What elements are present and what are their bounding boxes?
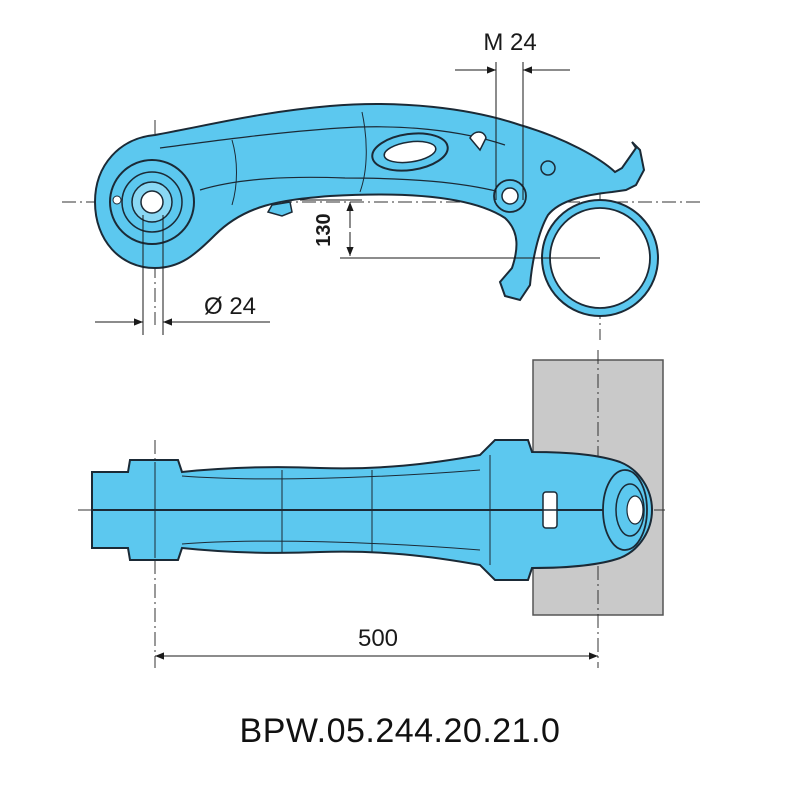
arm-body: [93, 103, 646, 302]
thread-dimension-label: M 24: [483, 29, 536, 56]
length-dimension-label: 500: [358, 625, 398, 652]
side-view: M 24 130 Ø 24: [62, 29, 700, 340]
part-number: BPW.05.244.20.21.0: [239, 712, 561, 750]
height-dimension-label: 130: [313, 213, 335, 246]
bore-dimension-label: Ø 24: [204, 293, 256, 320]
plan-view: 500: [78, 350, 665, 668]
